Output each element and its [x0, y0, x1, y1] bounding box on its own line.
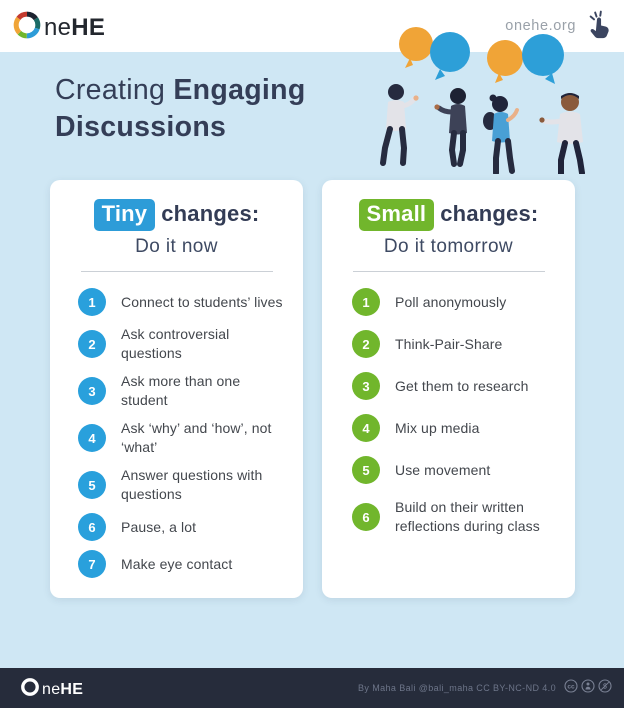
footer-logo-text: neHE: [42, 680, 84, 698]
list-item: 4 Mix up media: [352, 414, 575, 442]
item-number-badge: 1: [78, 288, 106, 316]
item-number-badge: 6: [78, 513, 106, 541]
list-item: 6 Build on their written reflections dur…: [352, 498, 575, 536]
divider: [80, 271, 273, 272]
header-bar: neHE onehe.org: [0, 0, 624, 52]
item-number-badge: 6: [352, 503, 380, 531]
tiny-heading-rest: changes:: [161, 201, 260, 226]
item-text: Think-Pair-Share: [395, 335, 503, 352]
item-text: Poll anonymously: [395, 293, 507, 310]
footer-bar: neHE By Maha Bali @bali_maha CC BY-NC-ND…: [0, 668, 624, 708]
people-talking-illustration: [366, 22, 622, 177]
item-text: Ask more than one student: [121, 373, 241, 408]
divider: [352, 271, 545, 272]
list-item: 3 Ask more than one student: [78, 372, 303, 410]
item-text: Get them to research: [395, 377, 529, 394]
item-number-badge: 5: [352, 456, 380, 484]
list-item: 1 Connect to students’ lives: [78, 288, 303, 316]
item-text: Build on their written reflections durin…: [395, 499, 540, 534]
credit-text: By Maha Bali @bali_maha CC BY-NC-ND 4.0: [358, 683, 556, 693]
item-number-badge: 1: [352, 288, 380, 316]
item-number-badge: 4: [78, 424, 106, 452]
cc-license-icons: cc $: [564, 678, 612, 698]
item-text: Ask ‘why’ and ‘how’, not ‘what’: [121, 420, 272, 455]
small-heading-rest: changes:: [440, 201, 539, 226]
site-url-link[interactable]: onehe.org: [505, 18, 576, 34]
tiny-subtitle: Do it now: [135, 236, 218, 257]
item-text: Make eye contact: [121, 555, 233, 572]
onehe-logo-text: neHE: [44, 13, 106, 41]
item-number-badge: 2: [352, 330, 380, 358]
item-text: Connect to students’ lives: [121, 293, 283, 310]
item-number-badge: 7: [78, 550, 106, 578]
item-number-badge: 4: [352, 414, 380, 442]
onehe-logo: neHE: [12, 10, 105, 45]
list-item: 7 Make eye contact: [78, 550, 303, 578]
tiny-changes-list: 1 Connect to students’ lives 2 Ask contr…: [78, 288, 303, 578]
item-text: Answer questions with questions: [121, 467, 263, 502]
item-text: Mix up media: [395, 419, 480, 436]
item-text: Use movement: [395, 461, 491, 478]
click-hand-icon[interactable]: [582, 8, 614, 42]
speech-bubble-icons: [399, 27, 564, 84]
item-number-badge: 3: [352, 372, 380, 400]
item-number-badge: 3: [78, 377, 106, 405]
list-item: 5 Use movement: [352, 456, 575, 484]
cc-by-icon: [581, 678, 595, 698]
list-item: 1 Poll anonymously: [352, 288, 575, 316]
item-number-badge: 2: [78, 330, 106, 358]
small-chip: Small: [358, 199, 435, 231]
cc-icon: cc: [564, 678, 578, 698]
list-item: 4 Ask ‘why’ and ‘how’, not ‘what’: [78, 419, 303, 457]
item-text: Ask controversial questions: [121, 326, 230, 361]
onehe-logo-ring-icon: [12, 10, 42, 45]
small-changes-list: 1 Poll anonymously 2 Think-Pair-Share 3 …: [352, 288, 575, 536]
page-title: Creating Engaging Discussions: [55, 74, 306, 143]
item-number-badge: 5: [78, 471, 106, 499]
footer-logo-ring-icon: [20, 677, 40, 702]
item-text: Pause, a lot: [121, 518, 197, 535]
list-item: 2 Think-Pair-Share: [352, 330, 575, 358]
list-item: 6 Pause, a lot: [78, 513, 303, 541]
credit-line: By Maha Bali @bali_maha CC BY-NC-ND 4.0 …: [358, 668, 612, 708]
tiny-chip: Tiny: [93, 199, 156, 231]
small-subtitle: Do it tomorrow: [383, 236, 514, 257]
cc-nc-icon: $: [598, 678, 612, 698]
list-item: 2 Ask controversial questions: [78, 325, 303, 363]
list-item: 5 Answer questions with questions: [78, 466, 303, 504]
list-item: 3 Get them to research: [352, 372, 575, 400]
svg-text:cc: cc: [567, 683, 575, 690]
footer-onehe-logo: neHE: [20, 677, 83, 702]
svg-text:$: $: [603, 683, 607, 690]
